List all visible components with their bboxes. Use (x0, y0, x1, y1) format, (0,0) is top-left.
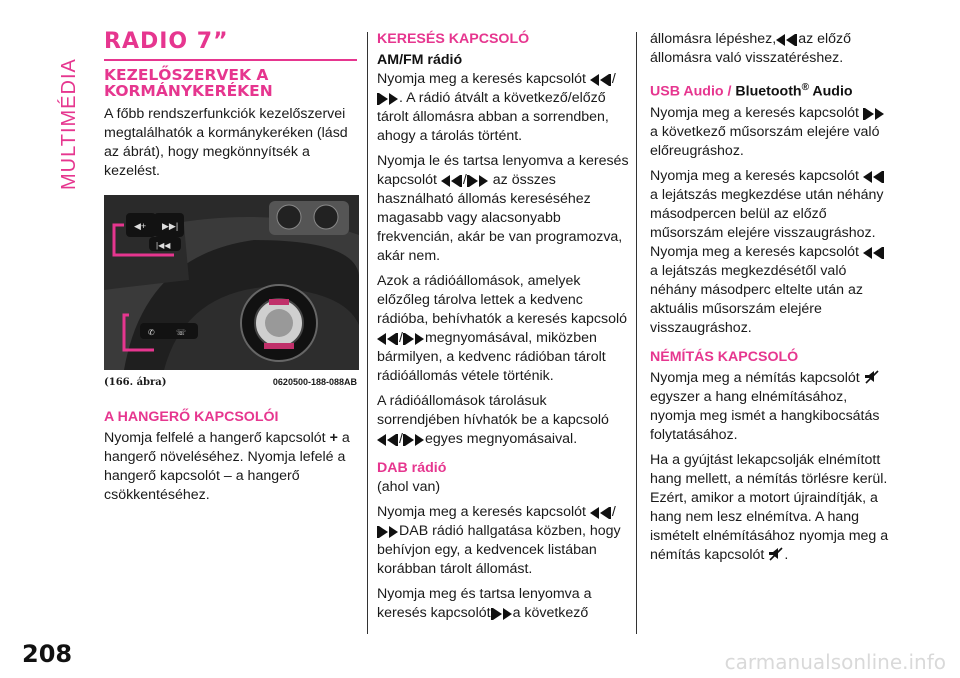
prev-track-icon (589, 507, 612, 519)
amfm-heading: AM/FM rádió (377, 52, 463, 68)
column-divider-2 (636, 32, 637, 634)
mute-paragraph-2: Ha a gyújtást lekapcsolják elnémított ha… (650, 451, 889, 563)
prev-track-icon (862, 246, 885, 259)
column-divider-1 (367, 32, 368, 634)
mute-icon (863, 369, 880, 385)
next-track-icon (377, 526, 399, 538)
usb-paragraph-2: Nyomja meg a keresés kapcsolót a lejátsz… (650, 167, 885, 241)
next-track-icon (402, 333, 425, 345)
steering-wheel-figure: ◀+ ▶▶| |◀◀ ✆ ☏ (104, 195, 359, 370)
usb-bluetooth-heading: USB Audio / Bluetooth® Audio (650, 82, 853, 100)
section-subtitle: KEZELŐSZERVEK A KORMÁNYKERÉKEN (104, 66, 273, 100)
prev-track-icon (776, 34, 798, 46)
dab-paragraph-1: Nyomja meg a keresés kapcsolót /DAB rádi… (377, 504, 621, 577)
prev-track-icon (377, 434, 399, 446)
volume-paragraph: Nyomja felfelé a hangerő kapcsolót + a h… (104, 430, 350, 503)
dab-heading: DAB rádió (377, 460, 447, 476)
svg-text:|◀◀: |◀◀ (156, 241, 171, 250)
page-number: 208 (22, 640, 73, 668)
next-track-icon (862, 107, 885, 120)
amfm-paragraph-3: Azok a rádióállomások, amelyek előzőleg … (377, 273, 628, 384)
section-side-label: MULTIMÉDIA (58, 58, 80, 190)
svg-text:◀+: ◀+ (134, 221, 146, 231)
prev-track-icon (377, 333, 399, 345)
mute-heading: NÉMÍTÁS KAPCSOLÓ (650, 348, 799, 365)
plus-icon: + (329, 430, 338, 446)
footer-watermark: carmanualsonline.info (724, 650, 946, 674)
mute-icon (768, 546, 784, 562)
mute-paragraph-1: Nyomja meg a némítás kapcsolót egyszer a… (650, 369, 880, 443)
page-title: RADIO 7” (104, 29, 229, 54)
prev-track-icon (440, 175, 463, 187)
next-track-icon (490, 608, 513, 620)
search-heading: KERESÉS KAPCSOLÓ (377, 31, 530, 47)
title-rule (104, 59, 357, 61)
dab-subheading: (ahol van) (377, 479, 441, 495)
column-3: állomásra lépéshez,az előző állomásra va… (650, 30, 890, 571)
usb-paragraph-3: Nyomja meg a keresés kapcsolót a lejátsz… (650, 243, 890, 338)
amfm-paragraph-4: A rádióállomások tárolásuk sorrendjében … (377, 393, 609, 447)
svg-text:✆: ✆ (148, 328, 155, 337)
next-track-icon (377, 93, 399, 105)
amfm-paragraph-1: Nyomja meg a keresés kapcsolót /. A rádi… (377, 71, 616, 144)
svg-text:▶▶|: ▶▶| (162, 221, 178, 231)
figure-number: (166. ábra) (104, 377, 167, 388)
next-track-icon (402, 434, 425, 446)
steering-wheel-illustration: ◀+ ▶▶| |◀◀ ✆ ☏ (104, 195, 359, 370)
dab-paragraph-2: Nyomja meg és tartsa lenyomva a keresés … (377, 586, 592, 621)
amfm-paragraph-2: Nyomja le és tartsa lenyomva a keresés k… (377, 153, 629, 264)
next-track-icon (466, 175, 489, 187)
column-1: RADIO 7” KEZELŐSZERVEK A KORMÁNYKERÉKEN … (104, 29, 359, 511)
dab-paragraph-continued: állomásra lépéshez,az előző állomásra va… (650, 31, 852, 66)
intro-paragraph: A főbb rendszerfunkciók kezelőszervei me… (104, 106, 348, 179)
volume-heading: A HANGERŐ KAPCSOLÓI (104, 409, 279, 425)
figure-code: 0620500-188-088AB (272, 377, 357, 387)
usb-paragraph-1: Nyomja meg a keresés kapcsolót a követke… (650, 104, 890, 161)
column-2: KERESÉS KAPCSOLÓ AM/FM rádió Nyomja meg … (377, 30, 629, 629)
svg-text:☏: ☏ (176, 328, 186, 337)
prev-track-icon (862, 170, 885, 183)
figure-caption: (166. ábra) 0620500-188-088AB (104, 373, 357, 392)
prev-track-icon (589, 74, 612, 86)
